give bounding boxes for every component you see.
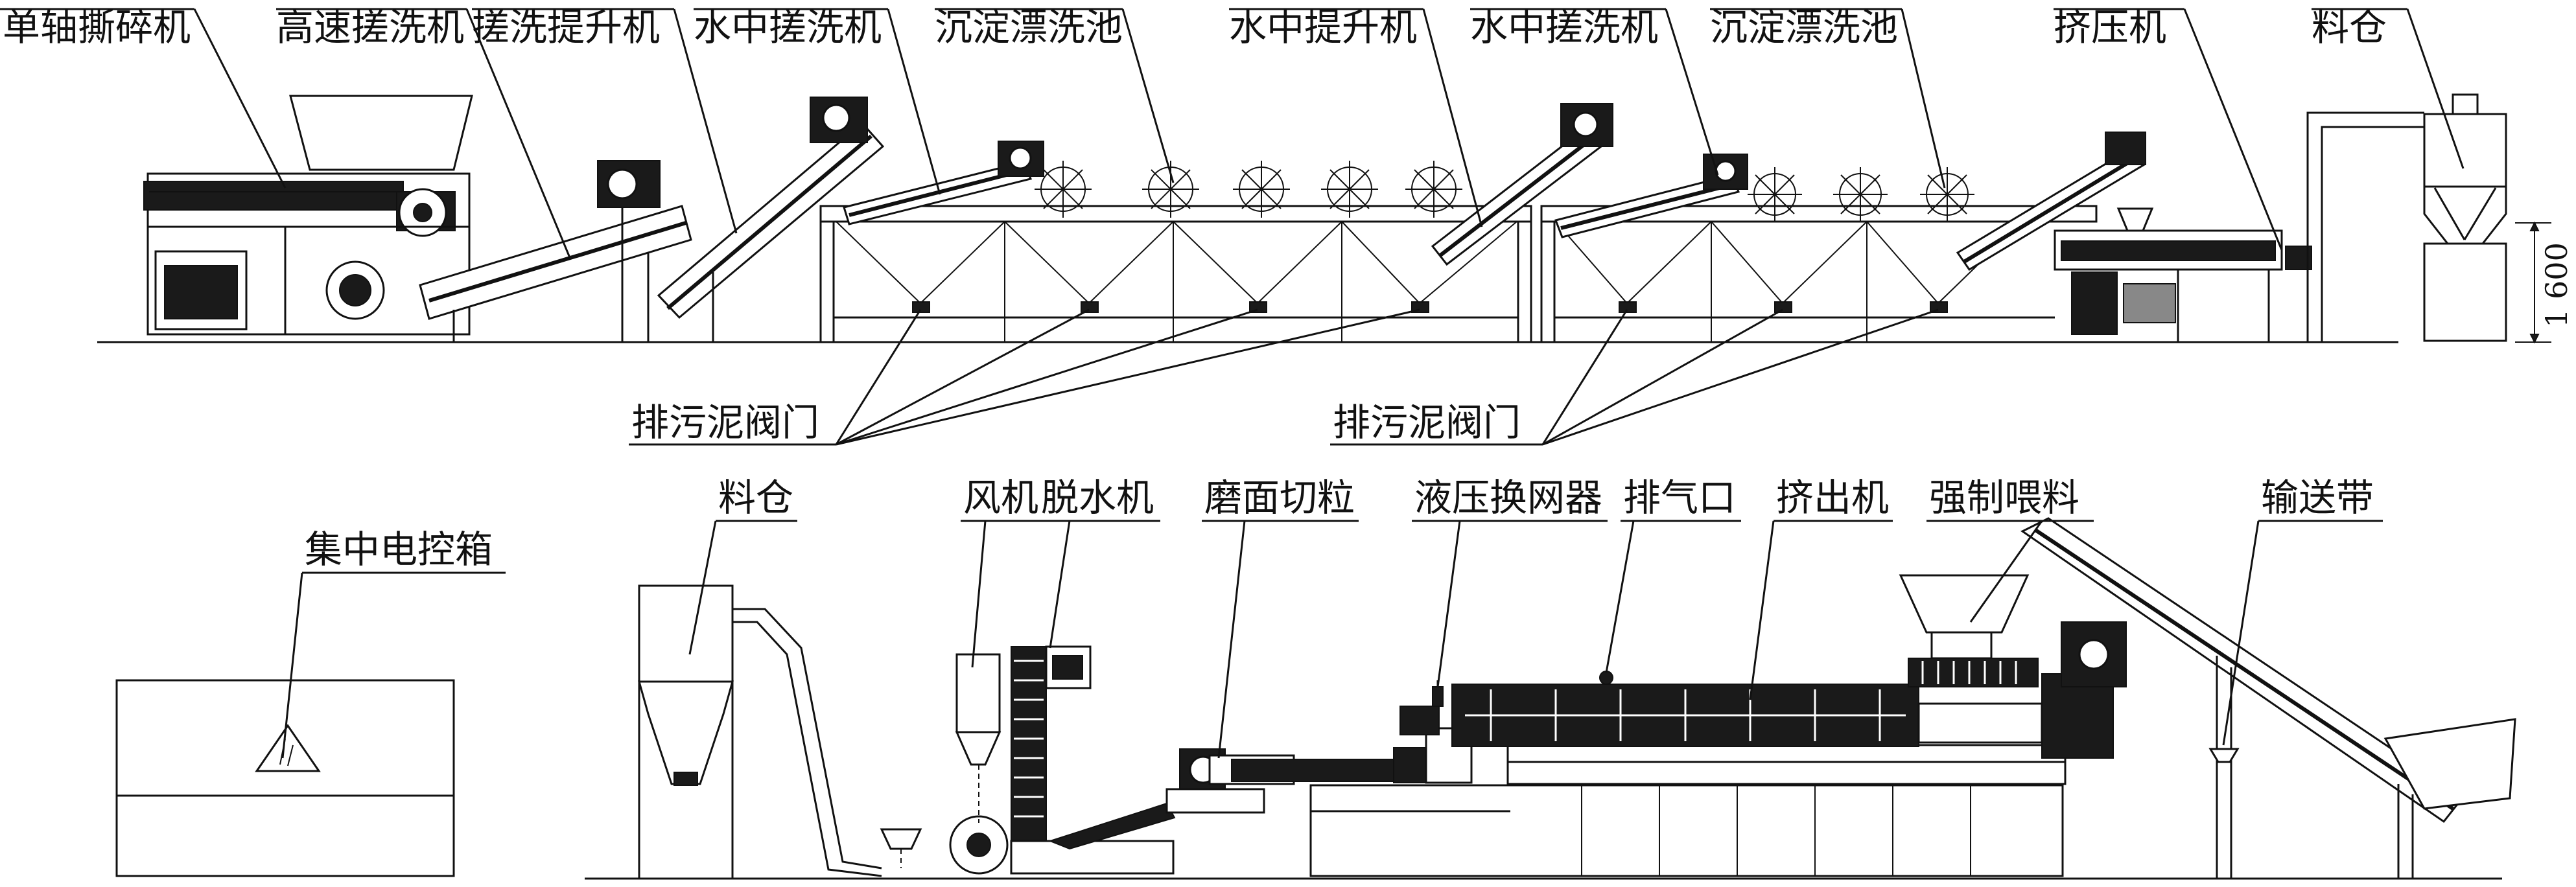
label-conveyor: 输送带 — [2261, 476, 2374, 520]
label-force-feeder: 强制喂料 — [1929, 476, 2079, 520]
settling-tank-1 — [819, 141, 1532, 342]
label-squeezer: 挤压机 — [2054, 5, 2166, 49]
label-underwater-washer-2: 水中搓洗机 — [1470, 5, 1658, 49]
label-sludge-valve-1: 排污泥阀门 — [631, 400, 819, 444]
bottom-silo — [638, 584, 882, 879]
bottom-line — [115, 517, 2516, 880]
label-fan: 风机 — [963, 476, 1038, 520]
control-box — [115, 679, 455, 877]
label-settling-tank-2: 沉淀漂洗池 — [1710, 5, 1898, 49]
force-feeder-machine — [1899, 574, 2127, 687]
top-line: 1 600 — [97, 93, 2574, 344]
label-shredder: 单轴撕碎机 — [3, 5, 191, 49]
settling-tank-2 — [1540, 132, 2146, 342]
washer-elevator-machine — [657, 97, 885, 342]
bottom-labels: 集中电控箱 料仓 风机 脱水机 磨面切粒 液压换网器 排气口 挤出机 强制喂料 … — [281, 476, 2383, 759]
label-underwater-washer-1: 水中搓洗机 — [694, 5, 882, 49]
underwater-elevator-machine — [1431, 103, 1613, 266]
extruder-machine — [1451, 671, 2114, 759]
die-face-cutter-machine — [1165, 748, 1394, 814]
conveyor-machine — [2020, 517, 2516, 879]
screen-changer-machine — [1393, 680, 1473, 784]
top-silo — [2306, 93, 2507, 342]
top-labels: 单轴撕碎机 高速搓洗机 搓洗提升机 水中搓洗机 沉淀漂洗池 水中提升机 水中搓洗… — [0, 5, 2465, 260]
high-speed-washer-machine — [419, 160, 692, 342]
label-silo-bottom: 料仓 — [718, 476, 793, 520]
label-screen-changer: 液压换网器 — [1414, 476, 1602, 520]
label-dewaterer: 脱水机 — [1041, 476, 1154, 520]
label-high-speed-washer: 高速搓洗机 — [276, 5, 464, 49]
shredder-machine — [143, 95, 473, 336]
label-extruder: 挤出机 — [1776, 476, 1889, 520]
label-settling-tank-1: 沉淀漂洗池 — [935, 5, 1123, 49]
dewaterer-machine — [955, 645, 1176, 875]
dimension-1600-label: 1 600 — [2539, 242, 2574, 328]
label-control-box: 集中电控箱 — [305, 527, 493, 571]
label-underwater-elevator: 水中提升机 — [1229, 5, 1417, 49]
dimension-1600: 1 600 — [2515, 221, 2574, 344]
fan-machine — [880, 815, 1009, 875]
sludge-valve-callouts: 排污泥阀门 排污泥阀门 — [629, 308, 1939, 446]
label-die-face-cutter: 磨面切粒 — [1204, 476, 1355, 520]
label-vent: 排气口 — [1623, 476, 1736, 520]
label-sludge-valve-2: 排污泥阀门 — [1333, 400, 1521, 444]
extruder-base — [1309, 744, 2067, 877]
label-silo-top: 料仓 — [2312, 5, 2387, 49]
label-washer-elevator: 搓洗提升机 — [472, 5, 660, 49]
